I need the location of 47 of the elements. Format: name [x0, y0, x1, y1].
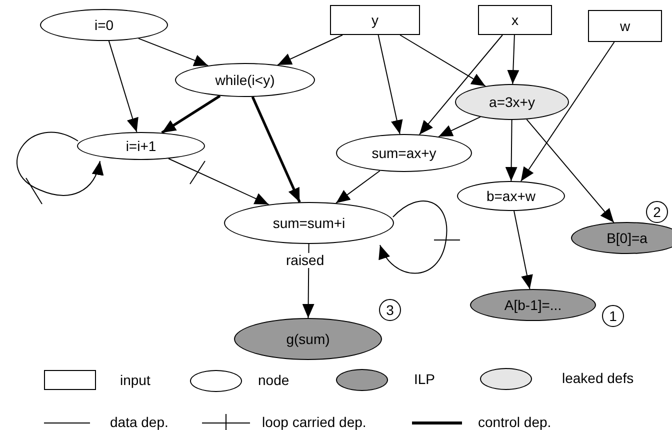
arrow — [507, 34, 520, 84]
arrow — [378, 34, 403, 135]
node-label: i=i+1 — [126, 139, 156, 153]
arrow — [520, 42, 615, 182]
legend-label: control dep. — [478, 415, 552, 429]
input-box — [330, 5, 420, 35]
arrow — [336, 170, 380, 204]
arrow — [526, 118, 614, 223]
legend-label: node — [258, 373, 290, 387]
node-label: y — [372, 13, 378, 27]
node-label: sum=ax+y — [372, 146, 436, 160]
input-box — [478, 5, 552, 35]
node-label: x — [512, 13, 518, 27]
legend-label: leaked defs — [562, 371, 634, 385]
node-label: g(sum) — [286, 332, 330, 346]
node-label: a=3x+y — [489, 95, 535, 109]
arrow — [400, 34, 486, 87]
arrow — [161, 94, 221, 134]
callout-number: 1 — [602, 305, 624, 327]
legend-label: data dep. — [110, 415, 168, 429]
arrow — [16, 132, 103, 196]
arrow — [108, 40, 138, 133]
node-label: B[0]=a — [606, 231, 648, 245]
arrow — [138, 38, 208, 66]
arrow — [168, 158, 270, 206]
callout-number: 2 — [646, 201, 668, 223]
node-label: b=ax+w — [486, 189, 536, 203]
input-box — [588, 10, 662, 42]
node-label: sum=sum+i — [272, 216, 346, 230]
arrow — [277, 34, 343, 66]
legend-label: input — [120, 373, 150, 387]
callout-number: 3 — [379, 299, 401, 321]
legend-label: loop carried dep. — [262, 415, 366, 429]
node-label: w — [620, 19, 630, 33]
legend-label: ILP — [414, 372, 436, 386]
ellipse-node — [571, 222, 672, 254]
edge-label: raised — [284, 253, 326, 268]
ellipse-node — [455, 84, 569, 120]
node-label: i=0 — [94, 18, 114, 32]
arrow — [418, 34, 503, 135]
arrow — [514, 210, 533, 290]
arrow — [251, 96, 301, 203]
arrow — [438, 116, 481, 138]
arrow — [505, 120, 518, 182]
arrow — [380, 200, 448, 274]
node-label: A[b-1]=... — [504, 298, 562, 312]
node-label: while(i<y) — [215, 73, 275, 87]
